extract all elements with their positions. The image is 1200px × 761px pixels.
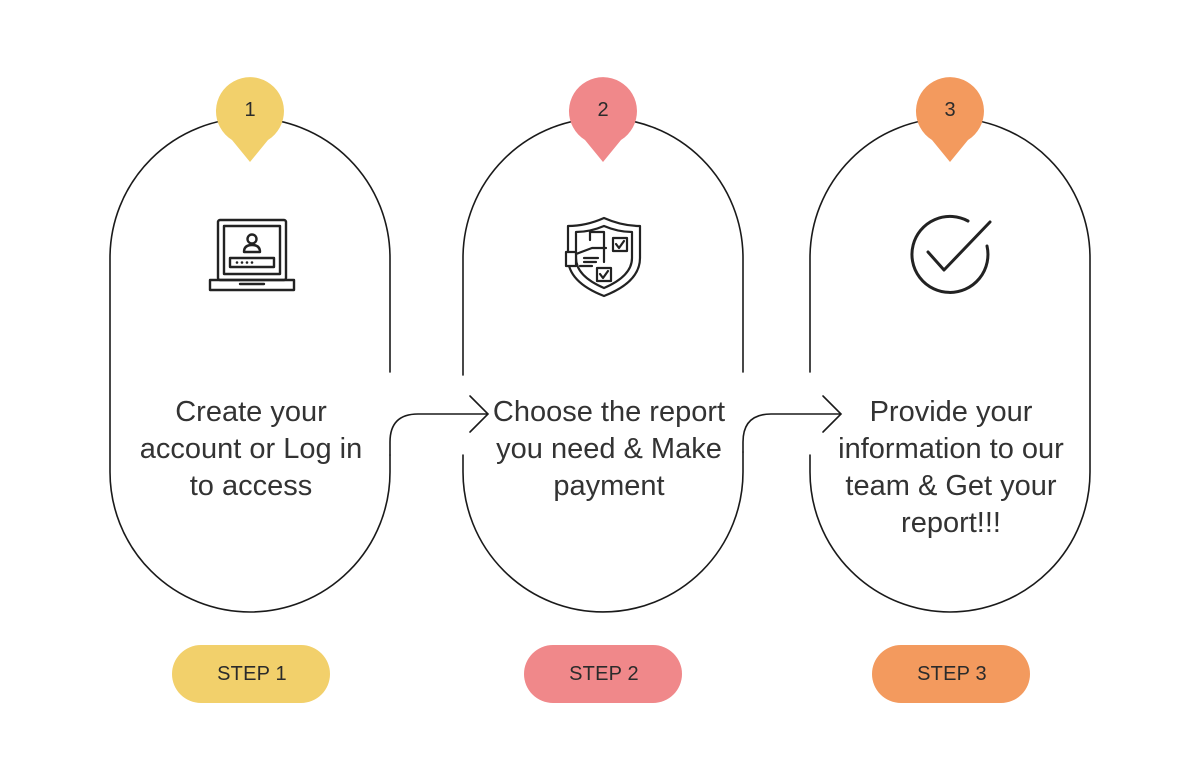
- connector-arrow-1-2: [389, 413, 488, 456]
- step-3-capsule: [809, 117, 1091, 613]
- step-1-pill-bg: [172, 645, 330, 703]
- step-2-badge: [568, 77, 637, 162]
- step-2-number: 2: [597, 98, 609, 121]
- step-1-number: 1: [244, 98, 256, 121]
- step-3-number: 3: [944, 98, 956, 121]
- step-3-description: Provide your information to our team & G…: [838, 396, 1064, 539]
- step-2-capsule: [462, 117, 744, 613]
- step-2-pill-bg: [524, 645, 682, 703]
- connector-arrowhead-1-2: [469, 395, 490, 433]
- step-1-description: Create your account or Log in to access: [139, 396, 363, 502]
- step-3-pill-bg: [872, 645, 1030, 703]
- step-3-badge: [915, 77, 984, 162]
- step-2-badge-shape: [568, 77, 637, 162]
- laptop-login-icon: [208, 218, 296, 292]
- step-1-pill: STEP 1: [217, 662, 287, 685]
- connector-arrowhead-2-3: [822, 395, 843, 433]
- step-1-badge-shape: [215, 77, 284, 162]
- shield-checklist-icon: [564, 216, 642, 298]
- step-2-description: Choose the report you need & Make paymen…: [492, 396, 726, 502]
- step-3-pill: STEP 3: [917, 662, 987, 685]
- check-circle-icon: [910, 214, 992, 294]
- step-1-badge: [215, 77, 284, 162]
- step-1-capsule: [109, 117, 391, 613]
- step-2-pill: STEP 2: [569, 662, 639, 685]
- connector-arrow-2-3: [742, 413, 841, 453]
- step-3-badge-shape: [915, 77, 984, 162]
